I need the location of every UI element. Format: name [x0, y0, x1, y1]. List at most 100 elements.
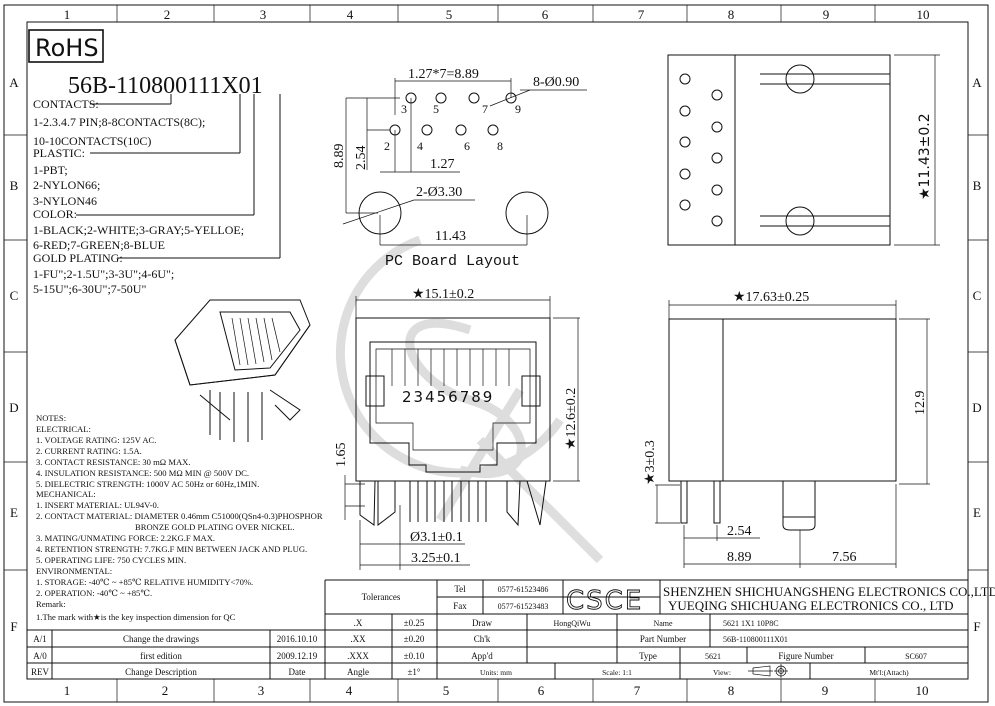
pin-number: 7 — [482, 102, 488, 116]
front-pin-numbers: 23456789 — [402, 388, 494, 406]
dimension-7-56: 7.56 — [832, 550, 857, 565]
pcb-layout-title: PC Board Layout — [385, 253, 520, 270]
tolerance-value: ±1° — [407, 667, 420, 677]
product-name: 5621 1X1 10P8C — [723, 619, 779, 628]
note-line: 5. OPERATING LIFE: 750 CYCLES MIN. — [36, 555, 186, 565]
column-label: 7 — [634, 683, 641, 698]
remark-line: 1.The mark with★is the key inspection di… — [36, 612, 236, 622]
column-label: 3 — [258, 683, 265, 698]
row-label: E — [973, 505, 981, 520]
revision-id: A/1 — [33, 634, 47, 644]
tolerance-key: .XX — [350, 634, 366, 644]
part-code-legend: RoHS 56B-110800111X01 CONTACTS: 1-2.3.4.… — [28, 29, 281, 296]
revision-header: Change Description — [125, 667, 197, 677]
note-line: 2. OPERATION: -40℃ ~ +85℃. — [36, 588, 152, 598]
tolerance-value: ±0.20 — [404, 634, 425, 644]
legend-line: 6-RED;7-GREEN;8-BLUE — [33, 238, 165, 252]
column-label: 5 — [443, 683, 450, 698]
tolerances-label: Tolerances — [362, 592, 401, 602]
pin-number: 8 — [497, 139, 503, 153]
note-line: 2. CURRENT RATING: 1.5A. — [36, 446, 142, 456]
dimension-1-27: 1.27 — [430, 157, 455, 172]
row-label: D — [9, 400, 18, 415]
dimension-post-distance: 3.25±0.1 — [411, 551, 461, 566]
row-label: F — [10, 619, 17, 634]
dimension-1-65: 1.65 — [334, 443, 349, 468]
note-line: 1. VOLTAGE RATING: 125V AC. — [36, 435, 156, 445]
pin-number: 6 — [464, 139, 470, 153]
row-label: C — [10, 288, 19, 303]
legend-line: 3-NYLON46 — [33, 194, 97, 208]
side-view: ★17.63±0.25 12.9 ★3±0.3 2.54 8.89 7.56 — [643, 290, 930, 568]
rohs-label: RoHS — [35, 34, 99, 62]
column-label: 1 — [64, 7, 71, 22]
revision-id: A/0 — [33, 651, 47, 661]
rohs-badge — [28, 29, 104, 63]
legend-line: 10-10CONTACTS(10C) — [33, 134, 151, 148]
notes-section: ELECTRICAL: — [36, 424, 91, 434]
row-label: E — [10, 505, 18, 520]
column-label: 10 — [917, 7, 930, 22]
column-label: 8 — [728, 7, 735, 22]
dimension-mount-holes: 2-Ø3.30 — [416, 185, 462, 200]
dimension-2-54: 2.54 — [354, 146, 369, 171]
fax-label: Fax — [453, 601, 467, 611]
contacts-label: CONTACTS: — [33, 97, 99, 111]
company-logo: CSCE — [566, 586, 643, 616]
name-label: Name — [653, 619, 673, 628]
note-line: 4. INSULATION RESISTANCE: 500 MΩ MIN @ 5… — [36, 468, 249, 478]
row-label: A — [972, 75, 982, 90]
note-line: 1. INSERT MATERIAL: UL94V-0. — [36, 500, 159, 510]
column-label: 7 — [638, 7, 645, 22]
dimension-side-height: 12.9 — [913, 391, 928, 416]
part-number-label: Part Number — [640, 634, 686, 644]
legend-line: 1-2.3.4.7 PIN;8-8CONTACTS(8C); — [33, 115, 205, 129]
revision-description: first edition — [140, 651, 182, 661]
column-label: 10 — [916, 683, 929, 698]
revision-header: REV — [31, 667, 50, 677]
dimension-pitch: 1.27*7=8.89 — [408, 67, 479, 82]
row-label: A — [9, 75, 19, 90]
row-label: B — [973, 178, 982, 193]
note-line: 4. RETENTION STRENGTH: 7.7KG.F MIN BETWE… — [36, 544, 307, 554]
tolerance-key: Angle — [347, 667, 369, 677]
tolerance-key: .XXX — [347, 651, 369, 661]
part-number-value: 56B-110800111X01 — [723, 635, 788, 644]
pin-number: 4 — [417, 139, 423, 153]
approve-label: App'd — [471, 651, 493, 661]
dimension-8-89: 8.89 — [727, 550, 752, 565]
note-line: 1. STORAGE: -40℃ ~ +85℃ RELATIVE HUMIDIT… — [36, 577, 253, 587]
figure-number-value: SC607 — [905, 652, 927, 661]
tolerance-value: ±0.25 — [404, 618, 425, 628]
notes-title: NOTES: — [36, 413, 66, 423]
company-name-line2: YUEQING SHICHUANG ELECTRONICS CO., LTD — [668, 598, 954, 613]
revision-date: 2009.12.19 — [277, 651, 318, 661]
note-line: 3. CONTACT RESISTANCE: 30 mΩ MAX. — [36, 457, 191, 467]
dimension-front-height: ★12.6±0.2 — [564, 388, 579, 450]
drawing-frame: 1 2 3 4 5 6 7 8 9 10 1 2 3 4 5 6 7 8 9 1… — [3, 4, 989, 703]
notes: NOTES: ELECTRICAL: 1. VOLTAGE RATING: 12… — [36, 413, 323, 622]
note-line: BRONZE GOLD PLATING OVER NICKEL. — [135, 522, 295, 532]
dimension-side-length: ★17.63±0.25 — [733, 290, 809, 305]
type-label: Type — [639, 651, 657, 661]
column-label: 2 — [162, 683, 169, 698]
row-label: B — [10, 178, 19, 193]
material: Mt'l:(Attach) — [869, 668, 909, 677]
notes-section: MECHANICAL: — [36, 489, 96, 499]
dimension-2-54: 2.54 — [727, 524, 752, 539]
check-label: Ch'k — [474, 634, 491, 644]
watermark — [335, 235, 604, 564]
view-label: View: — [713, 668, 731, 677]
column-label: 1 — [64, 683, 71, 698]
dimension-top-view: ★11.43±0.2 — [917, 113, 933, 200]
legend-line: 1-FU";2-1.5U";3-3U";4-6U"; — [33, 267, 174, 281]
part-code-number: 56B-110800111X01 — [68, 73, 263, 99]
isometric-connector-sketch — [174, 299, 311, 442]
legend-line: 5-15U";6-30U";7-50U" — [33, 282, 146, 296]
type-value: 5621 — [705, 652, 721, 661]
units: Units: mm — [480, 668, 512, 677]
plastic-label: PLASTIC: — [33, 146, 85, 160]
figure-number-label: Figure Number — [778, 651, 833, 661]
title-block: Tolerances .X ±0.25 .XX ±0.20 .XXX ±0.10… — [27, 579, 995, 679]
dimension-8-89: 8.89 — [332, 144, 347, 169]
